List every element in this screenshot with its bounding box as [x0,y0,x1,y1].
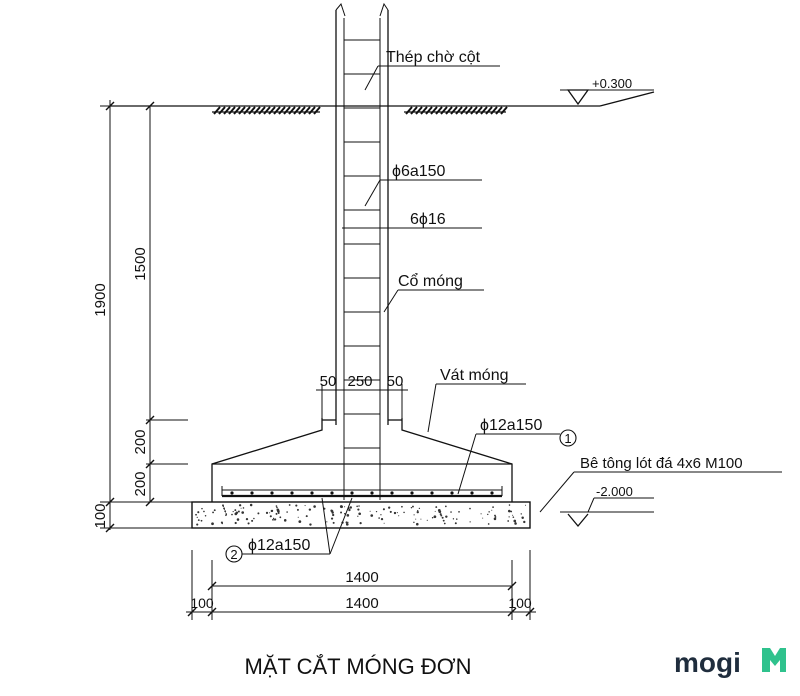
marker-1-label: 1 [564,431,571,446]
dim-slope-height: 200 [132,429,149,454]
soil-hatch-right [405,106,508,115]
brand-logo-text: mogi [674,647,741,678]
lean-concrete-layer [191,501,531,529]
label-bottom-bar-callout: ϕ12a150 [248,537,310,554]
vertical-dimensions [100,100,330,533]
label-elevation-top: +0.300 [592,76,632,91]
drawing-caption: MẶT CẮT MÓNG ĐƠN [244,654,471,679]
brand-mark-icon [762,648,786,672]
elevation-marker-bottom [567,513,589,528]
dim-column-width: 250 [347,373,372,390]
footing-reinforcement [221,486,503,498]
dim-lean-overhang-right: 100 [508,595,532,611]
label-stirrups: ϕ6a150 [392,163,446,180]
stirrup-lines [344,39,380,449]
dim-cover-left: 50 [320,373,337,390]
dim-neck-height: 1500 [132,247,149,280]
dim-total-height: 1900 [92,283,109,316]
dim-cover-right: 50 [387,373,404,390]
marker-circle-1 [559,429,577,447]
column-width-dimension [316,384,408,418]
horizontal-dimensions [186,550,536,620]
label-footing-slope: Vát móng [440,367,508,384]
dim-lean-width: 1400 [345,595,378,612]
ground-line [110,89,655,115]
marker-2-label: 2 [230,547,237,562]
brand-logo: mogi [674,647,786,678]
elevation-marker-top [566,89,590,106]
footing-outline [211,418,513,502]
dim-lean-height: 100 [92,503,109,528]
label-column-starter-bars: Thép chờ cột [386,49,481,66]
label-lean-concrete: Bê tông lót đá 4x6 M100 [580,455,743,472]
dim-base-height: 200 [132,471,149,496]
column-neck [335,2,389,500]
label-elevation-bottom: -2.000 [596,484,633,499]
leader-lines [225,65,782,563]
label-main-bars: 6ϕ16 [410,211,446,228]
dim-footing-width: 1400 [345,569,378,586]
dim-lean-overhang-left: 100 [190,595,214,611]
label-top-bar-callout: ϕ12a150 [480,417,542,434]
label-column-neck: Cổ móng [398,272,463,290]
soil-hatch-left [213,106,321,115]
